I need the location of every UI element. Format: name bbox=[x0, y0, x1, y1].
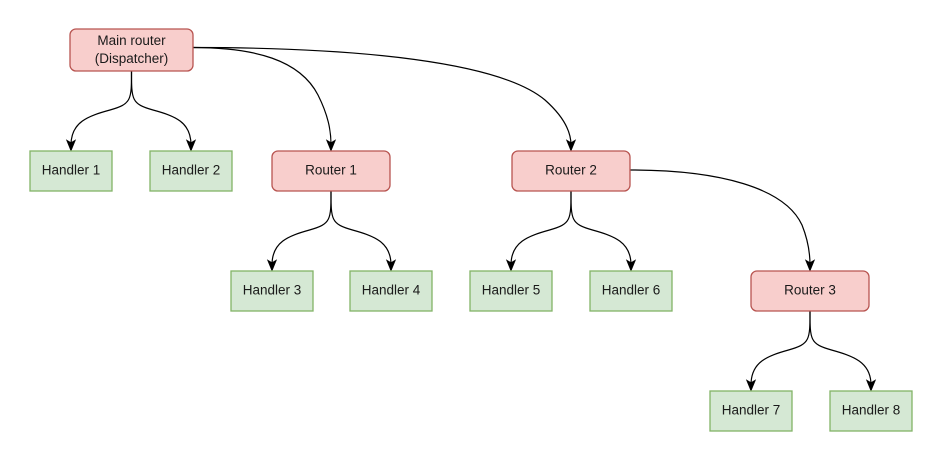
node-box-router-3[interactable] bbox=[750, 270, 870, 312]
node-handler-3[interactable]: Handler 3 bbox=[230, 270, 314, 312]
node-handler-5[interactable]: Handler 5 bbox=[469, 270, 553, 312]
edge-router-3-to-handler-8 bbox=[809, 310, 877, 392]
node-box-handler-7[interactable] bbox=[709, 390, 793, 432]
edge-line bbox=[271, 190, 332, 266]
edge-line bbox=[510, 190, 572, 266]
arrowhead-icon bbox=[745, 379, 757, 392]
arrowhead-icon bbox=[505, 259, 517, 272]
edge-main-router-to-handler-2 bbox=[130, 70, 197, 152]
node-box-handler-1[interactable] bbox=[29, 150, 113, 192]
edge-line bbox=[192, 46, 332, 146]
node-box-handler-5[interactable] bbox=[469, 270, 553, 312]
arrowhead-icon bbox=[325, 139, 337, 152]
nodes-layer: Main router(Dispatcher) Handler 1 Handler … bbox=[29, 28, 913, 432]
edge-router-2-to-router-3 bbox=[629, 169, 816, 272]
edge-router-2-to-handler-5 bbox=[505, 190, 572, 272]
edge-router-1-to-handler-3 bbox=[266, 190, 332, 272]
node-main-router[interactable]: Main router(Dispatcher) bbox=[69, 28, 194, 72]
node-box-router-2[interactable] bbox=[511, 150, 631, 192]
edge-line bbox=[809, 310, 872, 386]
edge-line bbox=[750, 310, 811, 386]
node-box-handler-8[interactable] bbox=[829, 390, 913, 432]
edge-line bbox=[629, 169, 811, 266]
node-handler-6[interactable]: Handler 6 bbox=[589, 270, 673, 312]
edge-router-2-to-handler-6 bbox=[570, 190, 637, 272]
edge-main-router-to-router-2 bbox=[192, 46, 577, 152]
edge-line bbox=[70, 70, 133, 146]
edge-router-3-to-handler-7 bbox=[745, 310, 811, 392]
node-router-3[interactable]: Router 3 bbox=[750, 270, 870, 312]
edge-router-1-to-handler-4 bbox=[330, 190, 397, 272]
arrowhead-icon bbox=[625, 259, 637, 272]
edge-line bbox=[192, 46, 572, 146]
node-box-handler-6[interactable] bbox=[589, 270, 673, 312]
edge-main-router-to-handler-1 bbox=[65, 70, 133, 152]
node-box-main-router[interactable] bbox=[69, 28, 194, 72]
edge-line bbox=[130, 70, 192, 146]
arrowhead-icon bbox=[266, 259, 278, 272]
node-box-handler-4[interactable] bbox=[349, 270, 433, 312]
node-handler-2[interactable]: Handler 2 bbox=[149, 150, 233, 192]
node-handler-4[interactable]: Handler 4 bbox=[349, 270, 433, 312]
node-router-2[interactable]: Router 2 bbox=[511, 150, 631, 192]
node-router-1[interactable]: Router 1 bbox=[271, 150, 391, 192]
edges-layer bbox=[65, 46, 877, 392]
edge-line bbox=[330, 190, 392, 266]
edge-main-router-to-router-1 bbox=[192, 46, 337, 152]
node-box-handler-3[interactable] bbox=[230, 270, 314, 312]
arrowhead-icon bbox=[565, 139, 577, 152]
arrowhead-icon bbox=[385, 259, 397, 272]
edge-line bbox=[570, 190, 632, 266]
node-box-handler-2[interactable] bbox=[149, 150, 233, 192]
arrowhead-icon bbox=[185, 139, 197, 152]
node-handler-1[interactable]: Handler 1 bbox=[29, 150, 113, 192]
arrowhead-icon bbox=[804, 259, 816, 272]
arrowhead-icon bbox=[65, 139, 77, 152]
node-box-router-1[interactable] bbox=[271, 150, 391, 192]
node-handler-7[interactable]: Handler 7 bbox=[709, 390, 793, 432]
node-handler-8[interactable]: Handler 8 bbox=[829, 390, 913, 432]
arrowhead-icon bbox=[865, 379, 877, 392]
